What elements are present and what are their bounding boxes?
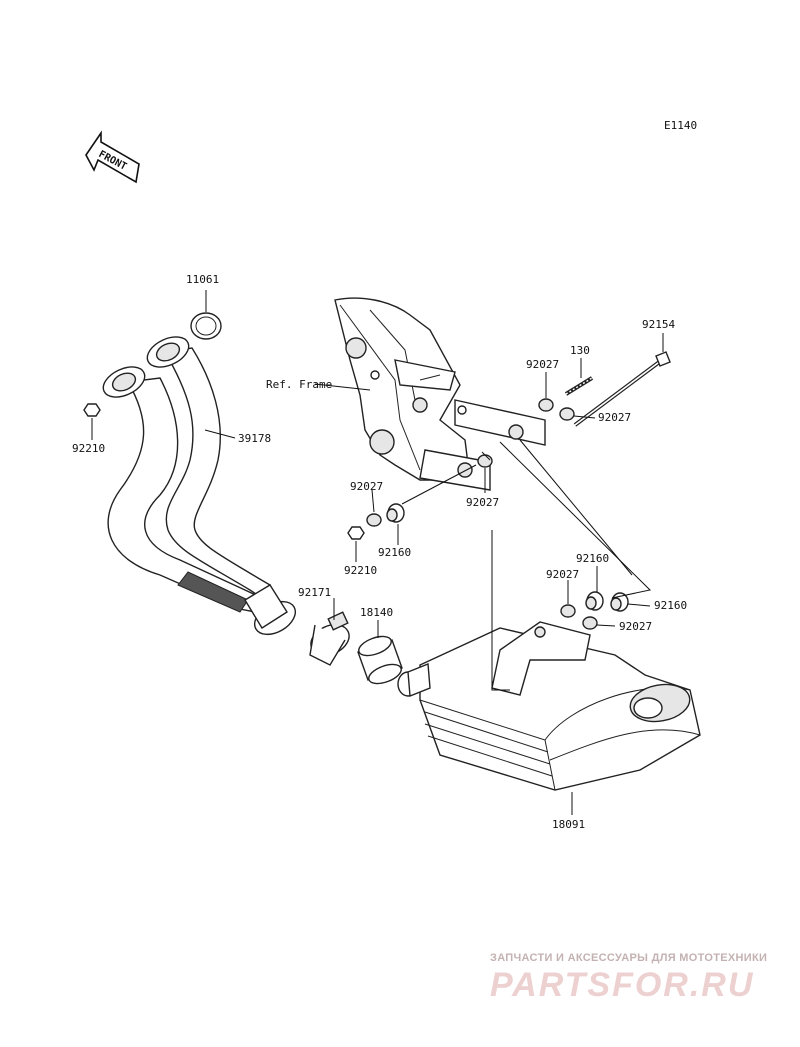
washer-92027-a [538,398,554,412]
label-92027-d: 92027 [350,480,383,493]
watermark-brand: PARTSFOR.RU [490,966,754,1004]
label-92027-e: 92027 [546,568,579,581]
washer-92027-c [477,454,493,468]
label-130: 130 [570,344,590,357]
gasket-18140 [357,635,403,685]
front-arrow-icon: FRONT [85,130,140,184]
assembly-lines [401,439,652,691]
label-92171: 92171 [298,586,331,599]
washer-92027-e [560,604,576,618]
label-92160-c: 92160 [654,599,687,612]
damper-92160-a [386,503,405,523]
nut-92210-left [83,403,101,417]
washer-92027-f [582,616,598,630]
header-pipe-39178 [102,336,296,636]
label-92027-f: 92027 [619,620,652,633]
frame-outline [334,297,546,491]
label-92027-c: 92027 [466,496,499,509]
label-92027-a: 92027 [526,358,559,371]
washer-92027-b [559,407,575,421]
diagram-code: E1140 [664,119,697,132]
nut-92210-mid [347,526,365,540]
gasket-11061 [190,312,222,340]
label-92160-b: 92160 [576,552,609,565]
label-92210-left: 92210 [72,442,105,455]
label-92210-mid: 92210 [344,564,377,577]
bolt-92154 [573,351,671,427]
label-18140: 18140 [360,606,393,619]
damper-92160-b [585,591,604,611]
damper-92160-c [610,592,629,612]
label-92154: 92154 [642,318,675,331]
label-92160-a: 92160 [378,546,411,559]
clamp-92171 [309,611,350,666]
label-92027-b: 92027 [598,411,631,424]
stud-130 [564,376,594,396]
label-11061: 11061 [186,273,219,286]
label-ref-frame: Ref. Frame [266,378,332,391]
watermark-subtitle: ЗАПЧАСТИ И АКСЕССУАРЫ ДЛЯ МОТОТЕХНИКИ [490,952,767,964]
label-18091: 18091 [552,818,585,831]
washer-92027-d [366,513,382,527]
muffler-18091 [397,621,701,791]
label-39178: 39178 [238,432,271,445]
